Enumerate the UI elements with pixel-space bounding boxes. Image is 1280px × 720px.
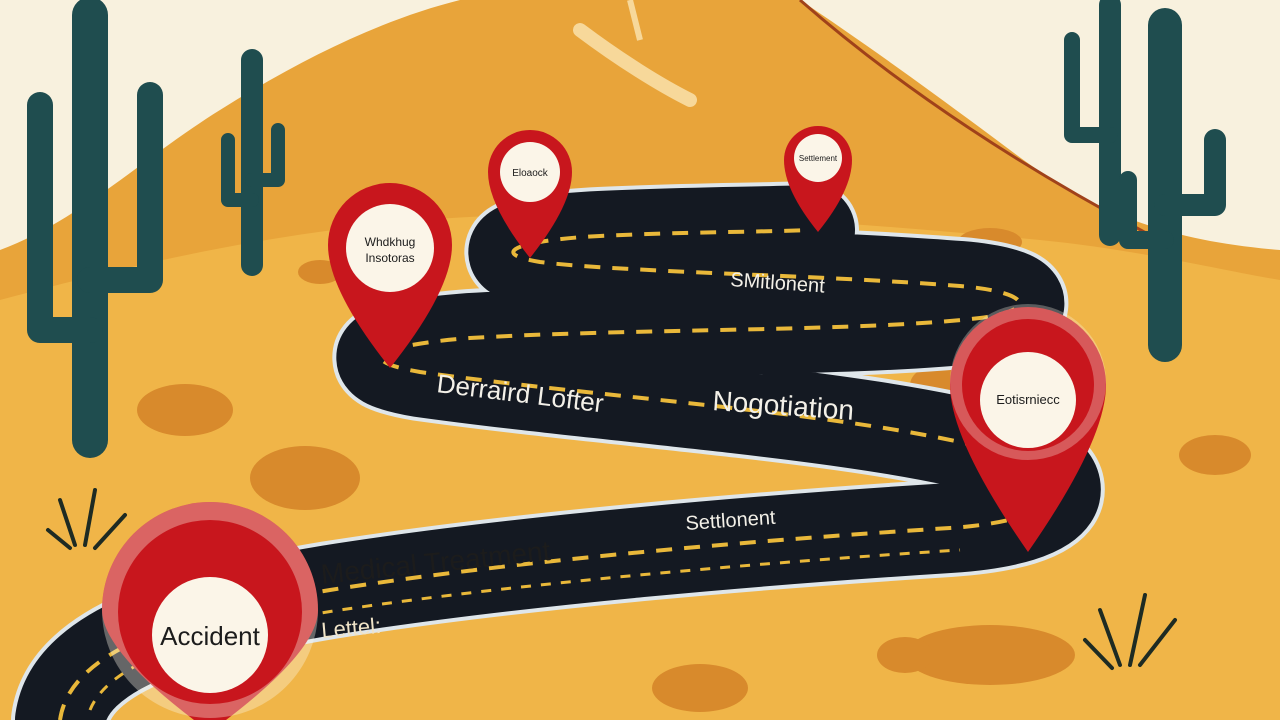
map-pin-right: Eotisrniecc [950,304,1106,552]
map-pin-left: Whdkhug Insotoras [328,183,452,368]
pin-label-left-line2: Insotoras [365,251,414,265]
rock [250,446,360,510]
pin-label-accident: Accident [160,621,260,651]
map-pin-top-left: Eloaock [488,130,572,258]
cactus-left [27,0,163,458]
pin-label-right: Eotisrniecc [996,392,1060,407]
rock [137,384,233,436]
cactus-right [1064,0,1226,362]
map-pin-top-right: Settlement [784,126,852,232]
label-letter: Lettel: [320,613,382,643]
cactus-small-left [221,49,285,276]
pin-label-left-line1: Whdkhug [365,235,416,249]
mountain-streak [627,0,643,41]
pin-label-top-right: Settlement [799,154,838,163]
pin-label-top-left: Eloaock [512,168,549,179]
rock [1179,435,1251,475]
map-pin-accident: Accident [102,502,318,720]
mountain-highlight [573,23,697,107]
rock [905,625,1075,685]
grass-tufts [46,488,1177,670]
rock [652,664,748,712]
mountain-ridge-line [799,0,1151,237]
rock [877,637,933,673]
